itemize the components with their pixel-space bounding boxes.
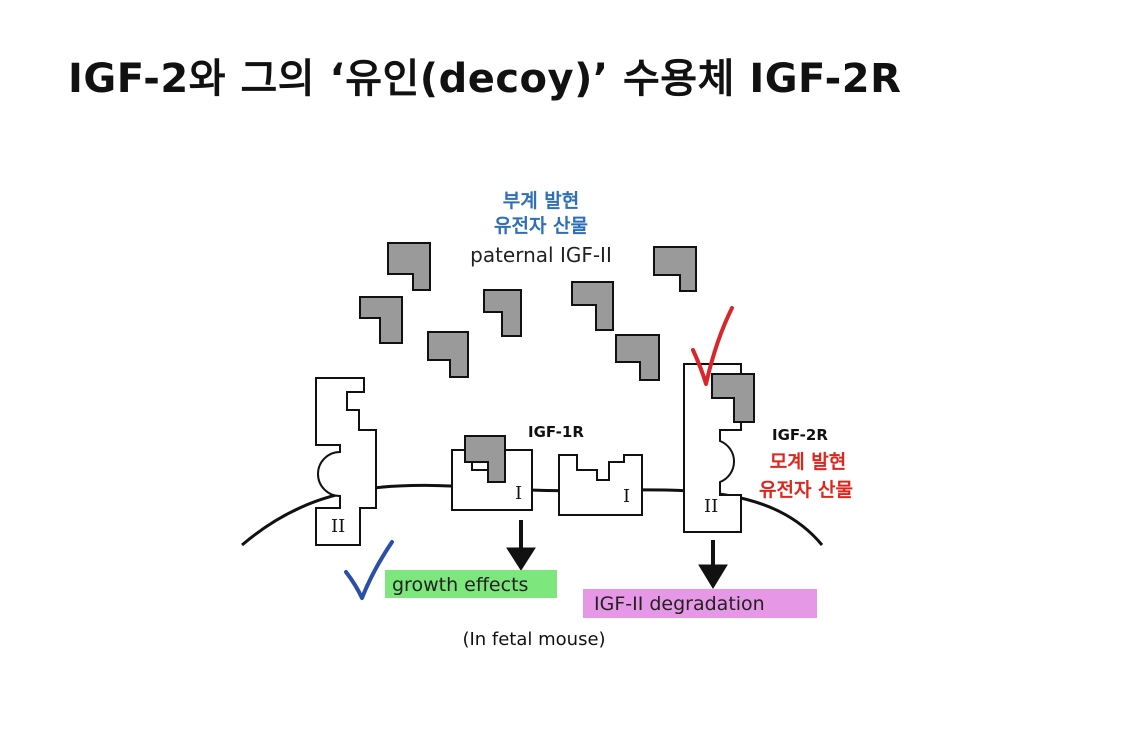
degradation-highlight bbox=[583, 589, 817, 618]
ligand-shape bbox=[653, 246, 697, 292]
maternal-ko-label-2: 유전자 산물 bbox=[759, 479, 853, 501]
signal-arrow-down bbox=[506, 520, 536, 571]
igf2r-left-receptor bbox=[315, 377, 377, 546]
igf2r-right-receptor bbox=[683, 363, 742, 533]
degradation-label: IGF-II degradation bbox=[594, 593, 765, 615]
igf1r-label-b: I bbox=[623, 486, 630, 507]
fetal-mouse-note: (In fetal mouse) bbox=[462, 629, 605, 650]
page-title: IGF-2와 그의 ‘유인(decoy)’ 수용체 IGF-2R bbox=[68, 56, 902, 102]
igf1r-bound-ligand bbox=[464, 435, 506, 483]
paternal-ko-label-1: 부계 발현 bbox=[503, 190, 580, 212]
growth-effects-label: growth effects bbox=[392, 574, 528, 596]
ligand-shape bbox=[571, 281, 614, 331]
ligand-shape bbox=[615, 334, 660, 381]
blue-check-mark bbox=[344, 540, 394, 600]
red-check-mark bbox=[691, 306, 734, 386]
paternal-en-label: paternal IGF-II bbox=[470, 243, 612, 267]
ligand-shape bbox=[483, 289, 522, 337]
receptor-right-label: II bbox=[704, 496, 718, 517]
ligand-shape bbox=[387, 242, 431, 291]
degradation-arrow-down bbox=[698, 540, 728, 589]
growth-effects-highlight bbox=[385, 570, 557, 598]
ligand-shape bbox=[427, 331, 469, 378]
igf1r-name-label: IGF-1R bbox=[528, 423, 584, 441]
igf2r-name-label: IGF-2R bbox=[772, 426, 828, 444]
paternal-igf2-ligands bbox=[359, 242, 697, 381]
igf1r-label-a: I bbox=[515, 483, 522, 504]
ligand-shape bbox=[359, 296, 403, 344]
igf1r-receptor-right-half bbox=[558, 454, 643, 516]
paternal-ko-label-2: 유전자 산물 bbox=[494, 215, 588, 237]
receptor-left-label: II bbox=[331, 516, 345, 537]
maternal-ko-label-1: 모계 발현 bbox=[770, 451, 847, 473]
igf2r-bound-ligand bbox=[711, 373, 755, 423]
